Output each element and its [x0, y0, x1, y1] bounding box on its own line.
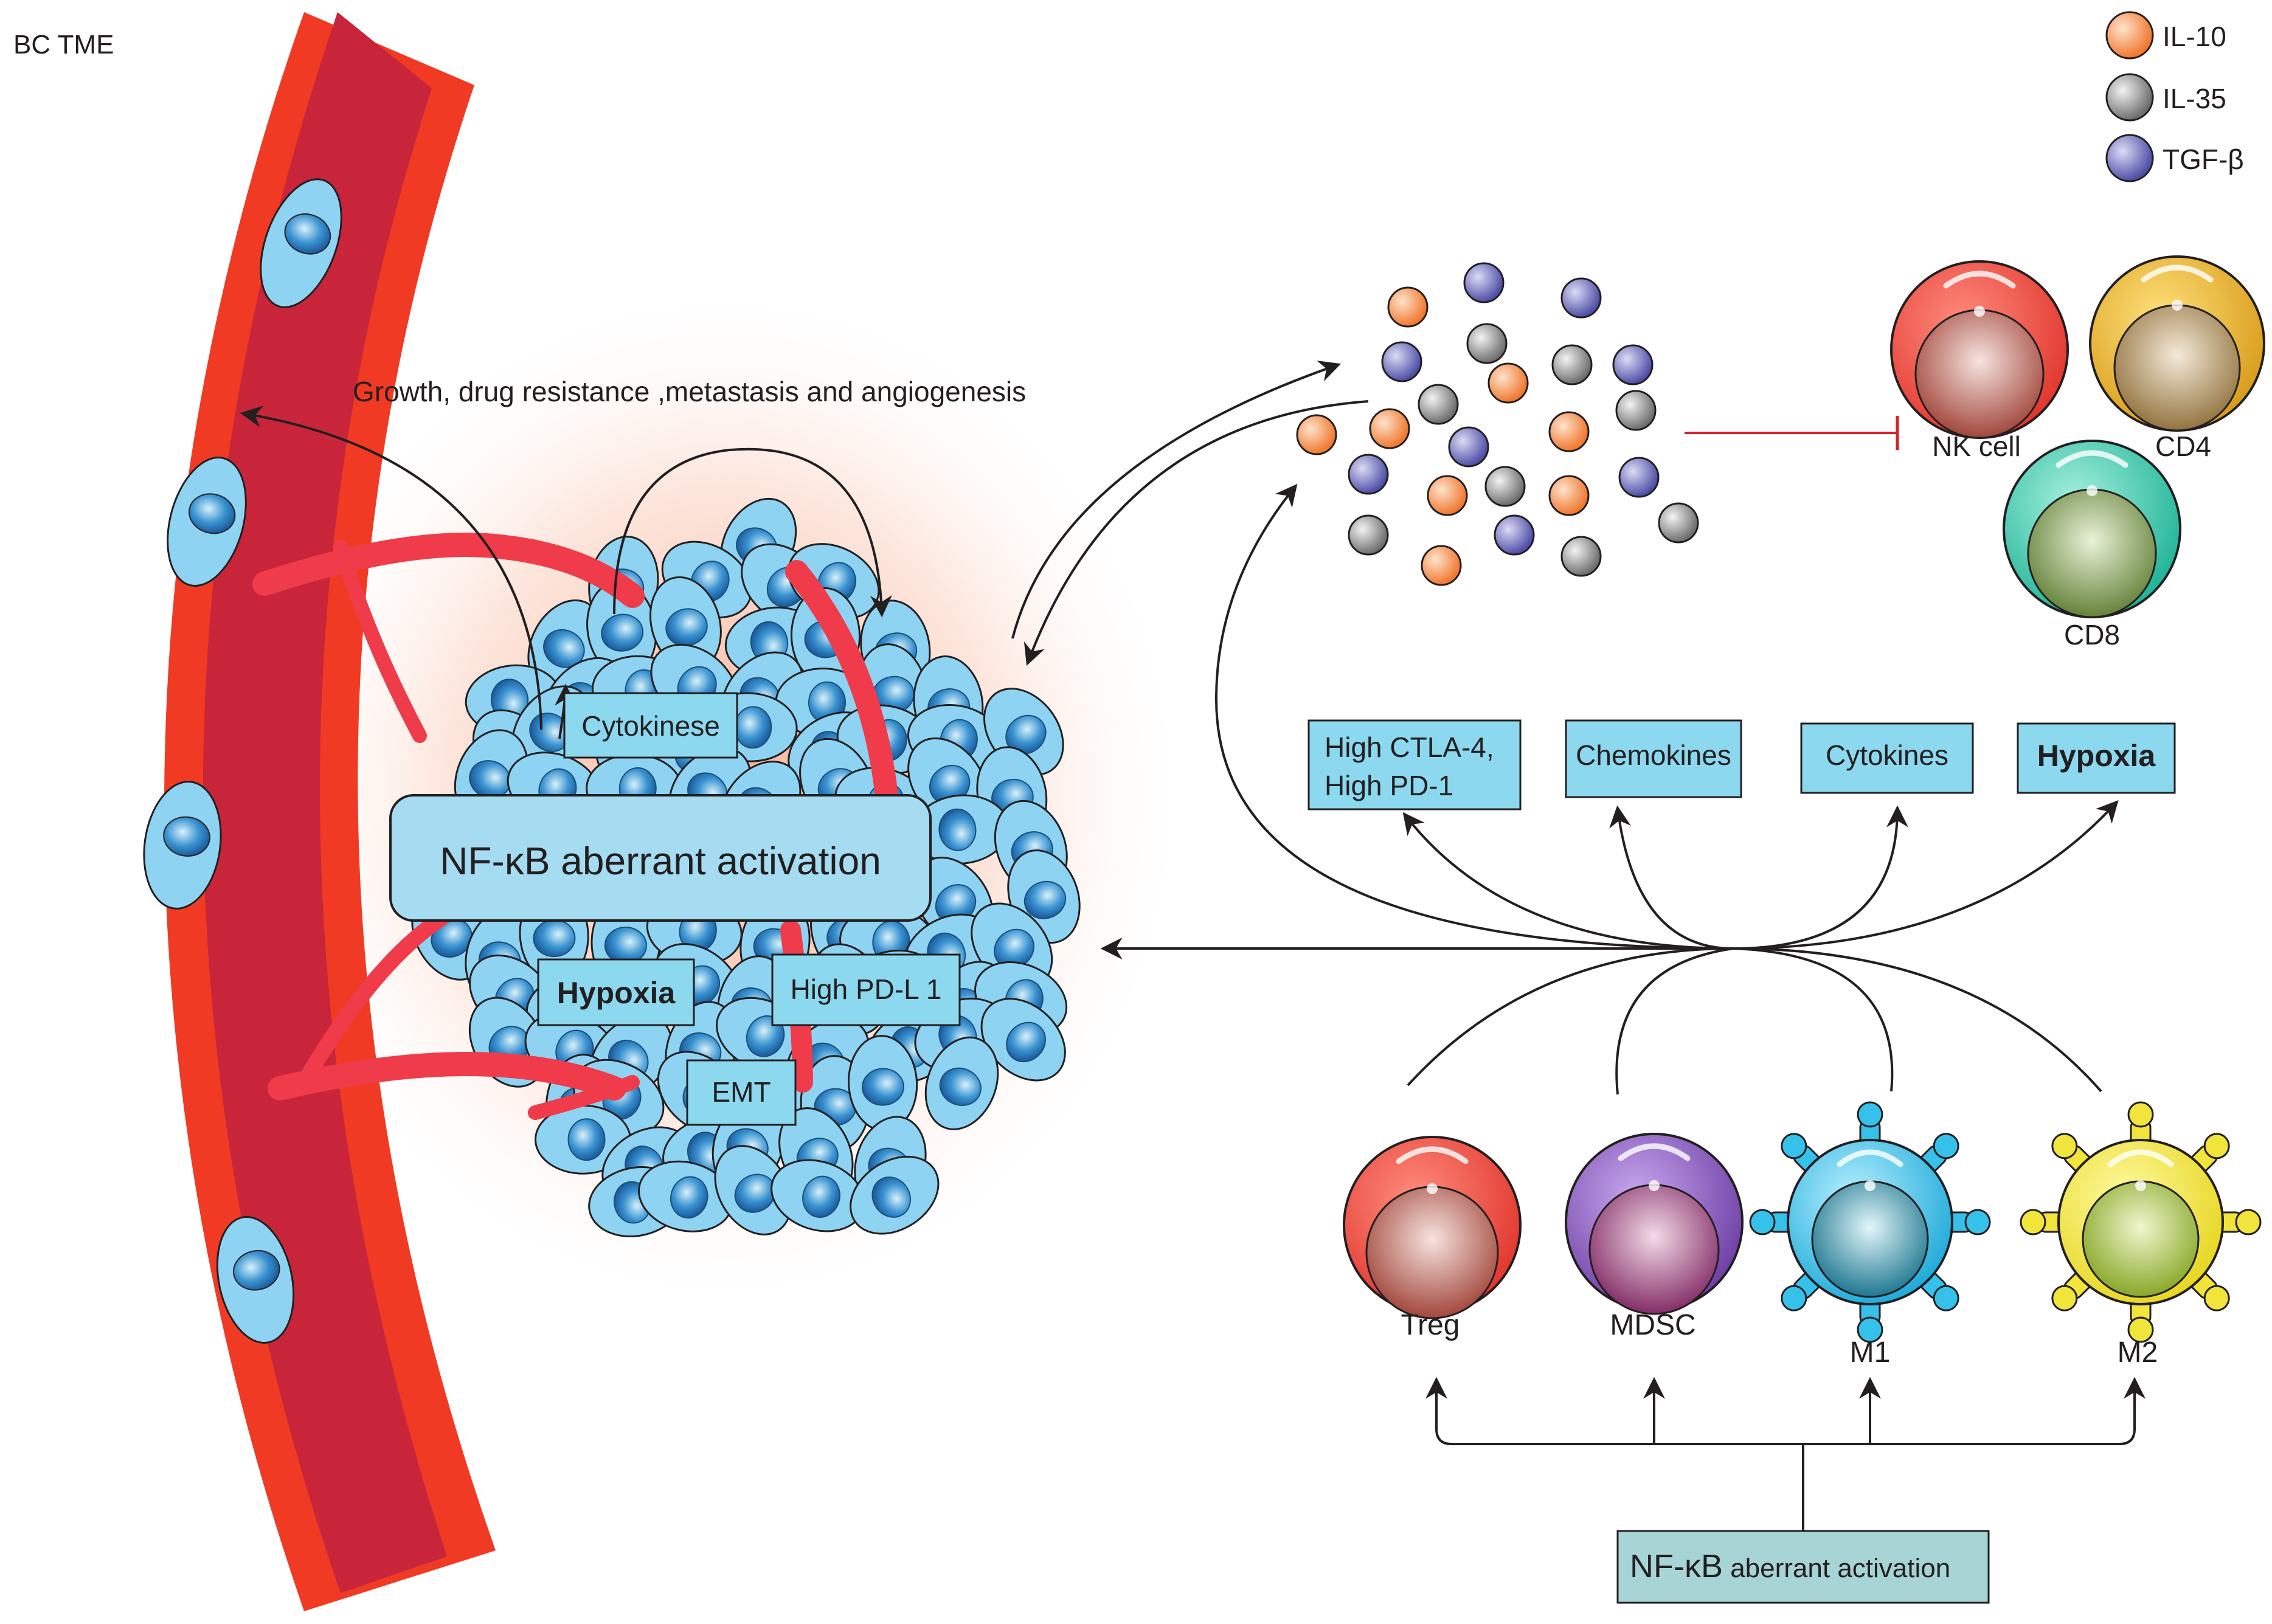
tumor-cell: [924, 1036, 999, 1130]
angiogenic-vessels: [252, 533, 899, 1120]
nk-cell: [1890, 260, 2069, 439]
tumor-cell: [848, 1035, 918, 1132]
immune-effect-arrows: [1100, 483, 2119, 1095]
cd4-label: CD4: [2155, 430, 2211, 462]
nfkb-bracket-arrows: [1425, 1377, 2146, 1532]
il10-molecule: [1421, 545, 1462, 586]
inhibition-line: [1685, 416, 1899, 450]
hypoxia-effect-label: Hypoxia: [2037, 739, 2156, 773]
il35-molecule: [1658, 502, 1699, 544]
cd4-cell: [2089, 255, 2265, 432]
il10-molecule: [1387, 286, 1429, 328]
macrophage-highlight: [2107, 1149, 2174, 1167]
tgfb-molecule: [1560, 277, 1602, 319]
tgfb-molecule: [1494, 514, 1535, 556]
tumor-cell: [980, 998, 1066, 1082]
tumor-cell: [714, 1145, 792, 1235]
growth-label: Growth, drug resistance ,metastasis and …: [353, 376, 1026, 407]
m1-macrophage: [1749, 1101, 1991, 1343]
tgfb-molecule: [1448, 426, 1489, 468]
il35-molecule: [1348, 514, 1389, 556]
hypoxia-effect-box: Hypoxia: [2017, 722, 2176, 794]
nfkb-bottom-box: NF-κB aberrant activation: [1616, 1530, 1990, 1604]
il35-molecule: [1466, 323, 1508, 364]
tumor-cell: [771, 1159, 865, 1232]
il35-molecule: [1560, 536, 1602, 577]
nfkb-bottom-bold: NF-κB: [1630, 1548, 1723, 1584]
il10-molecule: [1548, 411, 1590, 452]
nk-cell-label: NK cell: [1932, 430, 2021, 462]
tgfb-molecule: [1618, 457, 1660, 498]
emt-label: EMT: [712, 1076, 771, 1108]
tgfb-molecule: [1348, 454, 1389, 495]
il35-molecule: [1484, 466, 1526, 507]
legend-item-il35: IL-35: [2105, 73, 2226, 122]
m2-label: M2: [2118, 1336, 2158, 1369]
cytokines-box: Cytokines: [1800, 722, 1974, 794]
macrophage-glint: [1865, 1180, 1875, 1191]
legend-label-il10: IL-10: [2163, 21, 2226, 52]
chemokines-label: Chemokines: [1576, 739, 1731, 771]
m1-label: M1: [1850, 1336, 1891, 1369]
mdsc-cell: [1565, 1133, 1744, 1315]
legend-label-tgfb: TGF-β: [2163, 143, 2244, 175]
legend-label-il35: IL-35: [2163, 83, 2226, 114]
tgfb-molecule: [1381, 341, 1422, 382]
high-pdl1-box: High PD-L 1: [771, 953, 961, 1026]
il35-molecule: [1615, 390, 1657, 431]
tumor-cell: [850, 1155, 940, 1235]
macrophage-glint: [2135, 1180, 2146, 1191]
macrophage-highlight: [1837, 1149, 1903, 1167]
nfkb-bottom-label: NF-κB aberrant activation: [1630, 1548, 1950, 1584]
macrophage-nucleus: [1811, 1180, 1929, 1298]
emt-box: EMT: [686, 1059, 797, 1126]
il10-molecule: [1427, 475, 1468, 516]
tumor-cytokine-exchange-arrows: [1011, 361, 1369, 666]
ctla-line2: High PD-1: [1325, 770, 1453, 801]
high-pdl1-label: High PD-L 1: [791, 973, 942, 1005]
tumor-cell: [535, 1104, 631, 1175]
il10-molecule: [1548, 475, 1590, 516]
il10-molecule: [1369, 408, 1410, 449]
legend-item-il10: IL-10: [2105, 11, 2226, 60]
ctla-pd1-box: High CTLA-4, High PD-1: [1307, 719, 1522, 810]
legend-item-tgfb: TGF-β: [2105, 134, 2244, 182]
il35-molecule: [1418, 384, 1459, 425]
nfkb-main-label: NF-κB aberrant activation: [440, 839, 881, 883]
cd8-cell: [2003, 440, 2181, 618]
il10-molecule: [1488, 362, 1529, 404]
cytokinese-label: Cytokinese: [581, 710, 720, 742]
tgfb-molecule: [1463, 262, 1505, 303]
mdsc-label: MDSC: [1610, 1309, 1695, 1341]
cd8-label: CD8: [2064, 619, 2120, 651]
chemokines-box: Chemokines: [1565, 719, 1742, 798]
tgfb-molecule: [1612, 344, 1654, 385]
tumor-cell: [913, 794, 1010, 865]
nfkb-main-box: NF-κB aberrant activation: [389, 794, 932, 922]
treg-label: Treg: [1401, 1309, 1460, 1341]
il10-molecule: [1296, 414, 1337, 455]
hypoxia-tumor-box: Hypoxia: [537, 958, 695, 1026]
il35-molecule: [1551, 344, 1593, 385]
macrophage-nucleus: [2082, 1180, 2200, 1298]
ctla-line1: High CTLA-4,: [1325, 731, 1494, 763]
cytokines-label: Cytokines: [1826, 739, 1948, 771]
cytokinese-box: Cytokinese: [563, 692, 738, 759]
nfkb-bottom-rest: aberrant activation: [1723, 1553, 1950, 1583]
treg-cell: [1343, 1136, 1522, 1319]
m2-macrophage: [2020, 1101, 2262, 1343]
endothelial-cells: [143, 178, 342, 1344]
cytokine-cloud: [1296, 262, 1699, 586]
legend: IL-10 IL-35 TGF-β: [2105, 11, 2244, 182]
corner-label: BC TME: [13, 30, 114, 60]
hypoxia-tumor-label: Hypoxia: [557, 976, 676, 1010]
